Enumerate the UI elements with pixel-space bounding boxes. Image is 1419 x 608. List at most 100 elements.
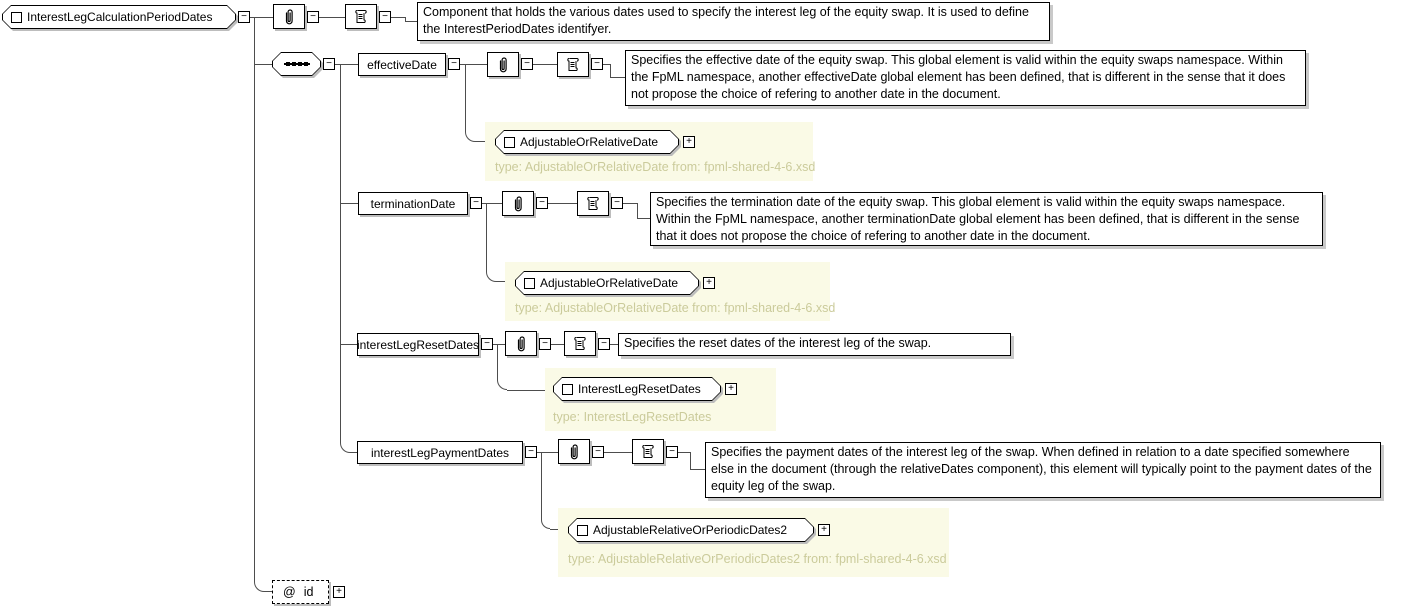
paperclip-icon <box>570 443 578 459</box>
paperclip-icon <box>517 335 525 351</box>
collapse-toggle[interactable]: − <box>592 446 604 458</box>
connector-corner <box>465 132 485 142</box>
collapse-toggle[interactable]: − <box>307 11 319 23</box>
attribute-label: id <box>303 585 314 599</box>
element-terminationDate[interactable]: terminationDate <box>358 192 468 215</box>
connector-line <box>507 390 545 391</box>
type-element-box[interactable]: AdjustableOrRelativeDate <box>495 130 679 154</box>
documentation-text: Specifies the termination date of the eq… <box>650 192 1323 246</box>
attribute-prefix: @ <box>283 585 296 599</box>
collapse-toggle[interactable]: − <box>238 11 250 23</box>
annotation-box <box>557 52 589 77</box>
collapse-toggle[interactable]: − <box>611 197 623 209</box>
sequence-icon <box>284 62 310 66</box>
connector-line <box>541 452 542 519</box>
collapse-toggle[interactable]: − <box>481 338 493 350</box>
annotation-box <box>632 439 664 464</box>
scroll-icon <box>574 337 586 350</box>
connector-corner <box>486 272 505 282</box>
collapse-toggle[interactable]: − <box>591 58 603 70</box>
collapse-toggle[interactable]: − <box>521 58 533 70</box>
collapse-toggle[interactable]: − <box>539 338 551 350</box>
connector-line <box>623 203 637 204</box>
connector-line <box>486 203 487 272</box>
connector-corner <box>541 519 550 529</box>
expand-toggle[interactable]: + <box>818 524 830 536</box>
connector-line <box>465 64 466 132</box>
connector-line <box>497 344 498 380</box>
collapse-toggle[interactable]: − <box>666 446 678 458</box>
element-interestLegPaymentDates[interactable]: interestLegPaymentDates <box>357 441 523 464</box>
documentation-text: Specifies the payment dates of the inter… <box>705 442 1381 498</box>
collapse-toggle[interactable]: − <box>598 338 610 350</box>
connector-line <box>254 64 272 65</box>
connector-corner <box>254 582 272 592</box>
documentation-text: Component that holds the various dates u… <box>417 2 1050 41</box>
collapse-toggle[interactable]: − <box>448 58 460 70</box>
type-element-label: AdjustableOrRelativeDate <box>520 135 659 149</box>
connector-line <box>493 344 505 345</box>
expand-toggle[interactable]: + <box>725 383 737 395</box>
attributes-box <box>558 439 590 464</box>
expand-toggle[interactable]: + <box>703 277 715 289</box>
type-element-box[interactable]: InterestLegResetDates <box>553 377 721 401</box>
attributes-box <box>502 191 534 216</box>
attribute-id-box[interactable]: @ id <box>272 580 329 604</box>
element-icon <box>562 384 573 395</box>
documentation-text: Specifies the effective date of the equi… <box>625 50 1306 106</box>
scroll-icon <box>642 445 654 458</box>
type-element-box[interactable]: AdjustableRelativeOrPeriodicDates2 <box>568 518 814 542</box>
attributes-box <box>487 52 519 77</box>
element-icon <box>577 525 588 536</box>
connector-line <box>610 344 618 345</box>
type-annotation: type: InterestLegResetDates <box>553 410 712 424</box>
connector-line <box>550 529 558 530</box>
type-element-label: AdjustableRelativeOrPeriodicDates2 <box>593 523 788 537</box>
connector-line <box>340 64 341 442</box>
connector-line <box>254 17 255 582</box>
collapse-toggle[interactable]: − <box>470 197 482 209</box>
sequence-compositor[interactable] <box>272 52 321 76</box>
connector-line <box>690 452 691 469</box>
connector-line <box>340 203 358 204</box>
expand-toggle[interactable]: + <box>683 136 695 148</box>
root-element-label: InterestLegCalculationPeriodDates <box>27 10 213 24</box>
element-icon <box>524 278 535 289</box>
element-effectiveDate[interactable]: effectiveDate <box>358 53 446 76</box>
type-element-label: AdjustableOrRelativeDate <box>540 276 679 290</box>
collapse-toggle[interactable]: − <box>323 58 335 70</box>
connector-line <box>482 203 502 204</box>
connector-line <box>548 203 577 204</box>
collapse-toggle[interactable]: − <box>379 11 391 23</box>
connector-line <box>340 344 357 345</box>
paperclip-icon <box>499 56 507 72</box>
collapse-toggle[interactable]: − <box>536 197 548 209</box>
connector-line <box>391 17 405 18</box>
type-annotation: type: AdjustableRelativeOrPeriodicDates2… <box>568 552 947 566</box>
scroll-icon <box>355 10 367 23</box>
root-element-box[interactable]: InterestLegCalculationPeriodDates <box>2 5 236 29</box>
type-element-box[interactable]: AdjustableOrRelativeDate <box>515 271 699 295</box>
expand-toggle[interactable]: + <box>333 586 345 598</box>
connector-line <box>405 21 417 22</box>
connector-line <box>319 17 345 18</box>
scroll-icon <box>567 58 579 71</box>
connector-line <box>533 64 557 65</box>
connector-line <box>603 64 610 65</box>
collapse-toggle[interactable]: − <box>525 446 537 458</box>
connector-line <box>460 64 487 65</box>
attributes-box <box>273 4 305 29</box>
annotation-box <box>564 331 596 356</box>
paperclip-icon <box>514 195 522 211</box>
documentation-text: Specifies the reset dates of the interes… <box>618 333 1011 356</box>
connector-line <box>637 203 638 218</box>
paperclip-icon <box>285 8 293 24</box>
connector-line <box>335 64 358 65</box>
attributes-box <box>505 331 537 356</box>
element-interestLegResetDates[interactable]: interestLegResetDates <box>357 333 479 356</box>
scroll-icon <box>587 197 599 210</box>
element-icon <box>11 12 22 23</box>
connector-line <box>610 64 611 77</box>
connector-line <box>551 344 564 345</box>
